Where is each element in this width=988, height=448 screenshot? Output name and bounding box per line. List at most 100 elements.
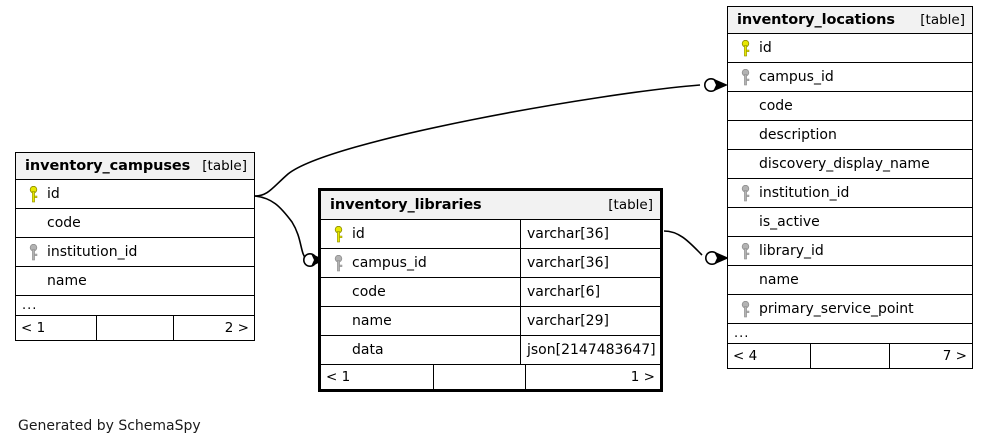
table-inventory-campuses[interactable]: inventory_campuses [table] id code ins (15, 152, 255, 341)
generated-by-caption: Generated by SchemaSpy (18, 418, 201, 434)
table-footer: < 4 7 > (728, 344, 972, 368)
column-row-data[interactable]: data json[2147483647] (321, 336, 660, 365)
column-left: name (321, 307, 520, 335)
column-left: discovery_display_name (728, 150, 972, 178)
column-left: institution_id (728, 179, 972, 207)
column-name: code (759, 98, 793, 114)
column-name: name (759, 272, 799, 288)
footer-middle (810, 344, 890, 368)
column-name: campus_id (352, 255, 427, 271)
column-left: description (728, 121, 972, 149)
column-left: code (16, 209, 254, 237)
column-name: data (352, 342, 384, 358)
marker-zero-or-many-locations-campus (703, 78, 728, 93)
table-inventory-locations[interactable]: inventory_locations [table] id campus_id (727, 6, 973, 369)
column-row-primary-service-point[interactable]: primary_service_point (728, 295, 972, 324)
column-name: name (47, 273, 87, 289)
column-name: id (47, 186, 60, 202)
column-left: primary_service_point (728, 295, 972, 323)
column-left: name (728, 266, 972, 294)
column-row-id[interactable]: id (728, 34, 972, 63)
foreign-key-icon (735, 300, 755, 318)
footer-next-count[interactable]: 7 > (942, 348, 967, 364)
column-type: varchar[6] (520, 278, 660, 306)
column-name: id (352, 226, 365, 242)
primary-key-icon (328, 225, 348, 243)
column-name: code (47, 215, 81, 231)
table-footer: < 1 2 > (16, 316, 254, 340)
table-kind-label: [table] (920, 12, 965, 28)
column-left: campus_id (728, 63, 972, 91)
column-type: varchar[29] (520, 307, 660, 335)
edge-campuses-to-locations (254, 84, 701, 197)
table-title: inventory_locations (737, 12, 895, 28)
table-footer: < 1 1 > (321, 365, 660, 389)
column-name: name (352, 313, 392, 329)
foreign-key-icon (23, 243, 43, 261)
footer-middle (433, 365, 527, 389)
column-row-description[interactable]: description (728, 121, 972, 150)
column-row-library-id[interactable]: library_id (728, 237, 972, 266)
table-header: inventory_locations [table] (728, 7, 972, 34)
column-row-name[interactable]: name varchar[29] (321, 307, 660, 336)
column-left: id (16, 180, 254, 208)
more-columns-indicator: ... (728, 324, 972, 344)
table-title: inventory_campuses (25, 158, 191, 174)
column-row-is-active[interactable]: is_active (728, 208, 972, 237)
column-row-campus-id[interactable]: campus_id varchar[36] (321, 249, 660, 278)
column-name: is_active (759, 214, 820, 230)
column-type: json[2147483647] (520, 336, 660, 364)
column-left: name (16, 267, 254, 295)
column-name: institution_id (759, 185, 850, 201)
column-type: varchar[36] (520, 249, 660, 277)
foreign-key-icon (735, 68, 755, 86)
column-name: description (759, 127, 837, 143)
column-left: id (728, 34, 972, 62)
edge-campuses-to-libraries (254, 195, 307, 260)
column-row-code[interactable]: code (16, 209, 254, 238)
primary-key-icon (23, 185, 43, 203)
column-left: data (321, 336, 520, 364)
column-name: discovery_display_name (759, 156, 930, 172)
column-name: library_id (759, 243, 824, 259)
foreign-key-icon (735, 184, 755, 202)
footer-prev-count[interactable]: < 1 (326, 369, 351, 385)
column-left: code (728, 92, 972, 120)
edge-libraries-to-locations (663, 230, 703, 256)
column-left: is_active (728, 208, 972, 236)
column-left: library_id (728, 237, 972, 265)
column-row-name[interactable]: name (16, 267, 254, 296)
column-left: id (321, 220, 520, 248)
table-header: inventory_campuses [table] (16, 153, 254, 180)
column-name: campus_id (759, 69, 834, 85)
column-row-id[interactable]: id (16, 180, 254, 209)
foreign-key-icon (735, 242, 755, 260)
column-row-discovery-display-name[interactable]: discovery_display_name (728, 150, 972, 179)
footer-next-count[interactable]: 1 > (630, 369, 655, 385)
marker-zero-or-many-locations-library (704, 251, 729, 266)
column-row-institution-id[interactable]: institution_id (16, 238, 254, 267)
column-row-code[interactable]: code (728, 92, 972, 121)
more-columns-indicator: ... (16, 296, 254, 316)
table-kind-label: [table] (202, 158, 247, 174)
column-name: id (759, 40, 772, 56)
column-row-code[interactable]: code varchar[6] (321, 278, 660, 307)
foreign-key-icon (328, 254, 348, 272)
column-row-campus-id[interactable]: campus_id (728, 63, 972, 92)
column-left: campus_id (321, 249, 520, 277)
footer-middle (96, 316, 174, 340)
table-title: inventory_libraries (330, 197, 482, 213)
column-row-institution-id[interactable]: institution_id (728, 179, 972, 208)
column-name: primary_service_point (759, 301, 914, 317)
column-row-name[interactable]: name (728, 266, 972, 295)
primary-key-icon (735, 39, 755, 57)
footer-prev-count[interactable]: < 4 (733, 348, 758, 364)
footer-prev-count[interactable]: < 1 (21, 320, 46, 336)
column-left: institution_id (16, 238, 254, 266)
table-inventory-libraries[interactable]: inventory_libraries [table] id varchar[3… (318, 188, 663, 392)
column-left: code (321, 278, 520, 306)
footer-next-count[interactable]: 2 > (224, 320, 249, 336)
column-type: varchar[36] (520, 220, 660, 248)
column-row-id[interactable]: id varchar[36] (321, 220, 660, 249)
